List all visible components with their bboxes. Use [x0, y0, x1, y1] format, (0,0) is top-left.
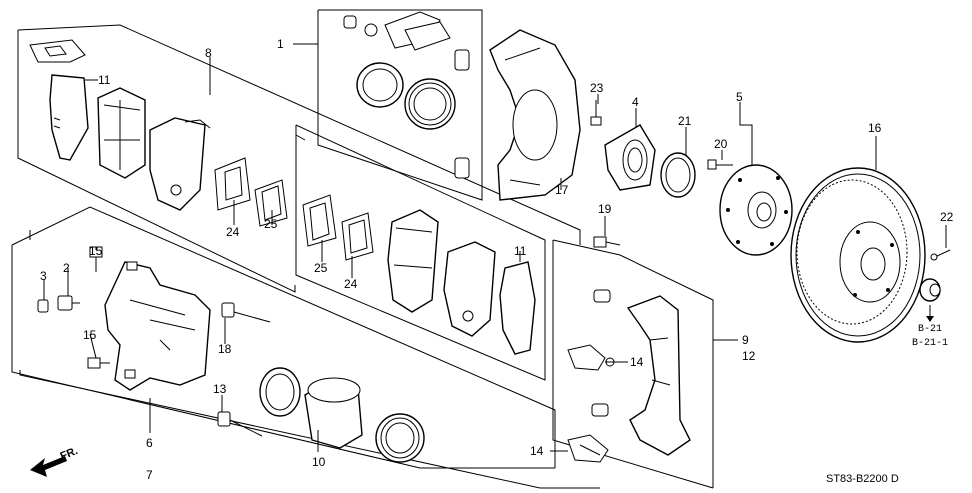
brake-pad-outer [97, 87, 146, 179]
bleed-screw-2 [57, 295, 80, 311]
callout-3: 3 [40, 269, 47, 283]
kit-box-6 [11, 206, 556, 469]
callout-9: 9 [742, 333, 749, 347]
guide-pin-13 [217, 411, 263, 437]
kit-box-9 [552, 239, 714, 489]
brake-disc [790, 167, 926, 343]
dust-boot-ring [404, 78, 456, 130]
hub-nut [919, 278, 941, 322]
piston-boot [375, 413, 425, 463]
bolt-15-lower [87, 357, 110, 369]
pad-clip-24-left [214, 157, 251, 211]
callout-17: 17 [555, 183, 569, 197]
callout-11-left: 11 [98, 73, 111, 87]
front-direction-arrow [30, 456, 67, 477]
pad-retainer-14-lower [567, 434, 609, 463]
guide-pin-18 [221, 302, 271, 323]
callout-14-upper: 14 [630, 355, 644, 369]
callout-2: 2 [63, 261, 70, 275]
piston [304, 377, 363, 449]
bracket-bushing-lower [591, 403, 609, 417]
callout-24-left: 24 [226, 225, 240, 239]
callout-21: 21 [678, 114, 692, 128]
pad-shim-11-left [49, 74, 89, 161]
callout-4: 4 [632, 95, 639, 109]
callout-23: 23 [590, 81, 604, 95]
diagram-code: ST83-B2200 D [826, 473, 899, 485]
outer-frame-lines [19, 370, 600, 489]
bolt-19 [593, 236, 621, 248]
piston-seal-caliper [259, 367, 301, 417]
brake-pad-mid-outer [387, 209, 439, 313]
callout-6: 6 [146, 436, 153, 450]
seal-kit-bushings [343, 11, 470, 179]
callout-13: 13 [213, 382, 227, 396]
bolt-23 [590, 100, 602, 126]
pad-clip-25-left [254, 179, 288, 227]
pad-clip-25-mid [302, 194, 337, 247]
brake-pad-inner [149, 117, 211, 211]
leader-lines [43, 43, 947, 452]
callout-25-mid: 25 [314, 261, 328, 275]
callout-20: 20 [714, 137, 728, 151]
snap-ring [660, 152, 696, 198]
kit-box-1 [317, 9, 483, 201]
reference-b21: B-21 [918, 324, 942, 335]
kit-box-middle [295, 124, 546, 381]
caliper-body [104, 261, 211, 391]
callout-11-right: 11 [514, 244, 527, 258]
callout-12: 12 [742, 349, 756, 363]
disc-screw [930, 249, 951, 261]
front-direction-label: FR. [59, 445, 80, 463]
callout-14-lower: 14 [530, 444, 544, 458]
shim-sticker-top [29, 39, 86, 63]
splash-guard [489, 29, 581, 201]
kit-box-8 [17, 24, 581, 293]
piston-seal-ring [356, 62, 404, 108]
callout-18: 18 [218, 342, 232, 356]
callout-19: 19 [598, 202, 612, 216]
callout-15-upper: 15 [89, 244, 103, 258]
callout-25-left: 25 [264, 217, 278, 231]
callout-16: 16 [868, 121, 882, 135]
callout-8: 8 [205, 46, 212, 60]
callout-7: 7 [146, 468, 153, 482]
callout-24-mid: 24 [344, 277, 358, 291]
callout-labels: 1 2 3 4 5 6 7 8 9 10 11 11 12 13 14 14 1… [40, 37, 954, 482]
hub-bolt [707, 159, 733, 170]
wheel-bearing [604, 124, 656, 191]
caliper-bracket [626, 295, 691, 456]
reference-b21-1: B-21-1 [912, 338, 948, 349]
callout-5: 5 [736, 90, 743, 104]
brake-pad-mid-inner [443, 241, 496, 337]
pad-clip-24-mid [341, 212, 374, 261]
callout-15-lower: 15 [83, 328, 97, 342]
callout-1: 1 [277, 37, 284, 51]
bracket-bushing-upper [593, 289, 611, 303]
callout-10: 10 [312, 455, 326, 469]
wheel-hub [719, 164, 793, 256]
bleed-screw-cap-3 [37, 299, 49, 313]
pad-retainer-14-upper [567, 344, 615, 371]
callout-22: 22 [940, 210, 954, 224]
pad-shim-11-right [499, 261, 536, 355]
